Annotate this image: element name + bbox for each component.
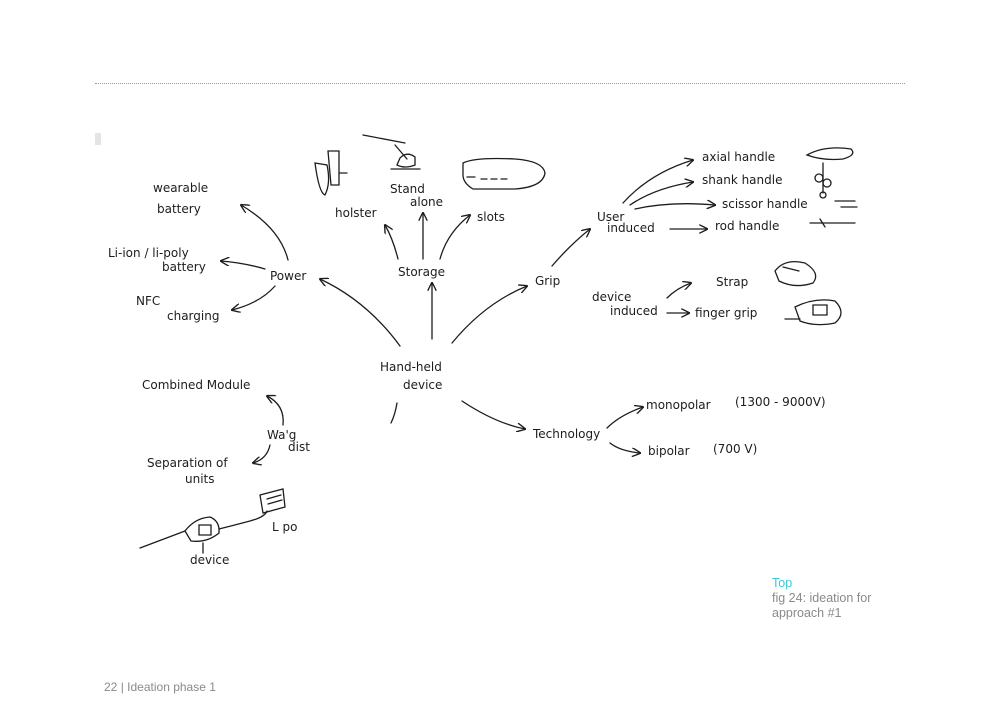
- slots-label: slots: [477, 210, 505, 224]
- module-sketch: [139, 488, 286, 554]
- page-footer: 22 | Ideation phase 1: [104, 680, 216, 694]
- arrow-user-scissor: [634, 204, 715, 210]
- liion-line2: battery: [162, 260, 206, 274]
- slots-sketch: [462, 157, 546, 190]
- strap-sketch: [774, 260, 817, 287]
- finger-grip-label: finger grip: [695, 306, 757, 320]
- po-label: L po: [272, 520, 297, 534]
- caption-line1: fig 24: ideation for: [772, 591, 872, 605]
- way-line2: dist: [288, 440, 310, 454]
- shank-handle: shank handle: [702, 173, 782, 187]
- user-induced-line2: induced: [607, 221, 655, 235]
- rod-handle: rod handle: [715, 219, 779, 233]
- arrow-way-combined: [267, 396, 284, 426]
- arrow-storage-slots: [439, 215, 470, 260]
- wearable-line1: wearable: [153, 181, 208, 195]
- arrow-center-technology: [461, 400, 525, 429]
- arrow-user-shank: [629, 182, 693, 206]
- separation-line2: units: [185, 472, 215, 486]
- nfc-line1: NFC: [136, 294, 160, 308]
- axial-handle: axial handle: [702, 150, 775, 164]
- header-divider: [95, 83, 905, 84]
- device-induced-line2: induced: [610, 304, 658, 318]
- way-line1: Wa'g: [267, 428, 296, 442]
- liion-line1: Li-ion / li-poly: [108, 246, 189, 260]
- scissor-handle: scissor handle: [722, 197, 808, 211]
- power-node: Power: [270, 269, 306, 283]
- separation-line1: Separation of: [147, 456, 228, 470]
- arrow-way-separation: [253, 444, 271, 463]
- caption-line2: approach #1: [772, 606, 842, 620]
- center-node-line1: Hand-held: [380, 360, 442, 374]
- arrow-center-power: [320, 279, 401, 347]
- arrow-device-strap: [666, 283, 691, 299]
- handle-sketches: [805, 147, 858, 228]
- holster-label: holster: [335, 206, 377, 220]
- arrow-power-liion: [221, 261, 266, 270]
- standalone-line2: alone: [410, 195, 443, 209]
- section-title: Ideation phase 1: [127, 680, 216, 694]
- arrow-storage-holster: [385, 225, 399, 260]
- nfc-line2: charging: [167, 309, 219, 323]
- arrow-tech-monopolar: [606, 407, 643, 429]
- combined-module: Combined Module: [142, 378, 250, 392]
- arrow-power-wearable: [241, 205, 289, 261]
- page-number: 22: [104, 680, 118, 694]
- bipolar-range: (700 V): [713, 442, 757, 456]
- technology-node: Technology: [532, 427, 600, 441]
- ideation-sketch: Hand-held device Power wearable battery …: [95, 133, 875, 573]
- figure-caption: Top fig 24: ideation for approach #1: [772, 576, 871, 621]
- caption-label: Top: [772, 576, 793, 590]
- monopolar-label: monopolar: [646, 398, 711, 412]
- stand-sketch: [362, 134, 421, 170]
- arrow-user-axial: [622, 160, 693, 204]
- device-label: device: [190, 553, 229, 567]
- arrow-center-grip: [451, 286, 527, 344]
- device-induced-line1: device: [592, 290, 631, 304]
- strap-label: Strap: [716, 275, 748, 289]
- center-tail-line: [390, 402, 398, 424]
- footer-separator: |: [120, 680, 124, 694]
- arrow-grip-user: [551, 229, 590, 267]
- grip-node: Grip: [535, 274, 560, 288]
- holster-sketch: [314, 150, 348, 196]
- scan-edge: [95, 133, 101, 145]
- finger-grip-sketch: [784, 299, 842, 326]
- mind-map-drawing: Hand-held device Power wearable battery …: [95, 133, 858, 567]
- wearable-line2: battery: [157, 202, 201, 216]
- arrow-tech-bipolar: [609, 442, 640, 453]
- center-node-line2: device: [403, 378, 442, 392]
- user-induced-line1: User: [597, 210, 624, 224]
- monopolar-range: (1300 - 9000V): [735, 395, 826, 409]
- standalone-line1: Stand: [390, 182, 425, 196]
- storage-node: Storage: [398, 265, 445, 279]
- bipolar-label: bipolar: [648, 444, 690, 458]
- arrow-power-nfc: [232, 285, 276, 310]
